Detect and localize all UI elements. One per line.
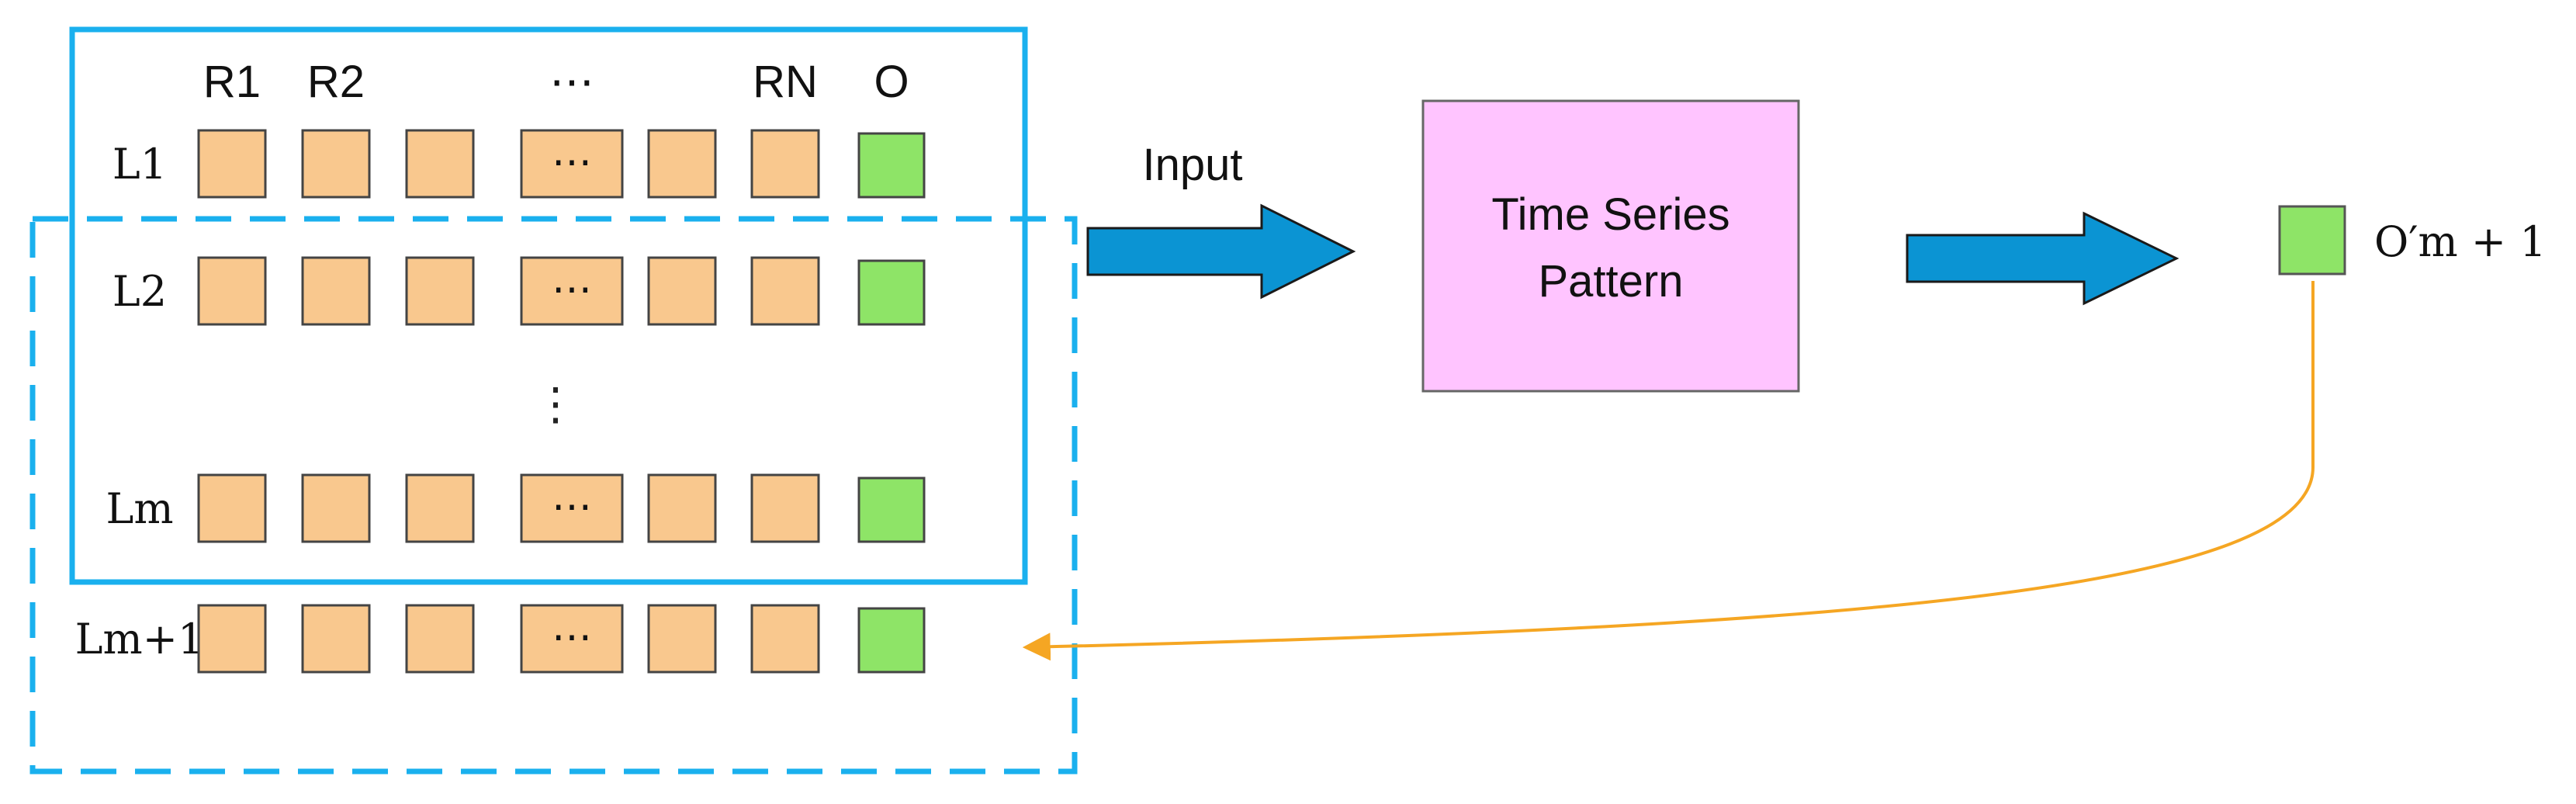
input-cell [647, 473, 717, 543]
input-cell [750, 604, 820, 674]
predicted-output-cell [2278, 205, 2346, 276]
column-header: R2 [307, 57, 365, 107]
column-header: ⋯ [549, 57, 594, 107]
input-cell [750, 473, 820, 543]
output-arrow [1906, 211, 2180, 306]
input-cell [647, 129, 717, 199]
input-label: Input [1143, 140, 1243, 190]
input-cell [520, 129, 624, 199]
grid-row: Lm+1 ⋯ [75, 604, 926, 674]
input-cell [647, 604, 717, 674]
cell-ellipsis: ⋯ [552, 615, 592, 660]
row-label: Lm [106, 484, 173, 533]
output-cell [857, 132, 926, 199]
input-arrow [1086, 203, 1356, 300]
input-cell [197, 256, 267, 326]
column-header: O [874, 57, 909, 107]
input-cell [197, 129, 267, 199]
cell-ellipsis: ⋯ [552, 140, 592, 185]
input-cell [301, 604, 371, 674]
input-cell [405, 129, 475, 199]
cell-ellipsis: ⋯ [552, 484, 592, 529]
model-box-line1: Time Series [1491, 189, 1729, 240]
row-label: L2 [113, 267, 167, 316]
output-cell [857, 259, 926, 326]
cell-ellipsis: ⋯ [552, 267, 592, 312]
input-cell [520, 473, 624, 543]
feedback-arrow [1022, 281, 2315, 661]
input-cell [405, 473, 475, 543]
input-cell [520, 604, 624, 674]
input-cell [301, 473, 371, 543]
input-cell [301, 129, 371, 199]
grid-row: Lm ⋯ [106, 473, 926, 543]
time-series-pattern-box [1421, 99, 1800, 393]
input-cell [750, 256, 820, 326]
input-cell [750, 129, 820, 199]
input-cell [197, 604, 267, 674]
input-cell [197, 473, 267, 543]
column-header: RN [753, 57, 818, 107]
input-cell [405, 604, 475, 674]
grid-row: L2 ⋯ [113, 256, 926, 326]
next-window-frame [29, 216, 1078, 775]
input-cell [647, 256, 717, 326]
input-cell [301, 256, 371, 326]
column-headers: R1 R2 ⋯ RN O [203, 57, 909, 107]
row-label: L1 [113, 140, 167, 189]
input-cell [520, 256, 624, 326]
predicted-output-label: O′m + 1 [2374, 217, 2547, 266]
input-cell [405, 256, 475, 326]
output-cell [857, 607, 926, 674]
row-label: Lm+1 [75, 615, 205, 664]
vertical-ellipsis: ⋮ [533, 379, 578, 429]
data-grid: L1 ⋯ L2 ⋯ Lm ⋯ Lm+1 ⋯ [75, 129, 926, 674]
grid-row: L1 ⋯ [113, 129, 926, 199]
model-box-line2: Pattern [1539, 256, 1684, 307]
column-header: R1 [203, 57, 261, 107]
output-cell [857, 477, 926, 543]
current-window-frame [69, 26, 1028, 585]
